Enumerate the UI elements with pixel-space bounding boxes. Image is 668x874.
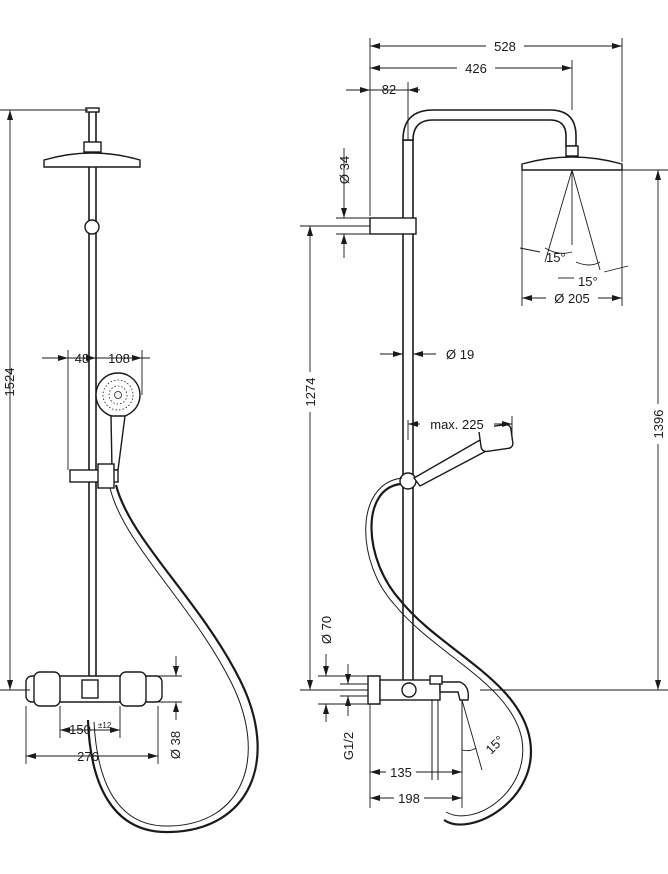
dim-225: max. 225 [407,416,513,440]
dim-34: Ø 34 [336,148,370,258]
shower-arm [402,109,577,147]
spray-nozzles [102,379,134,411]
valve-left [33,671,61,707]
label-angle-right: 15° [578,274,598,289]
label-dia-205: Ø 205 [554,291,589,306]
dim-hand-shower: 48 108 [42,350,150,470]
wall-rosette [367,675,381,705]
dim-spout-angle: 15° [461,699,508,771]
label-276: 276 [77,749,99,764]
dim-528: 528 [369,38,623,216]
label-135: 135 [390,765,412,780]
label-spout-angle: 15° [483,733,508,758]
label-dia-19: Ø 19 [446,347,474,362]
dim-150: 150 ±12 [59,706,121,738]
side-view: 15° 15° 5 [300,38,668,826]
riser-pipe [88,109,97,691]
front-view: 1524 48 108 150 ±12 [0,107,259,834]
side-joint [399,472,417,490]
wall-bracket [369,217,417,235]
valve-right [119,671,147,707]
spout-cap [429,675,443,685]
side-hand-shower [412,439,490,487]
label-g12: G1/2 [341,732,356,760]
dim-thread: G1/2 [340,664,368,760]
label-dia-70: Ø 70 [319,616,334,644]
pipe-joint [84,219,100,235]
label-dia-34: Ø 34 [337,156,352,184]
dim-19: Ø 19 [380,347,474,362]
side-head-connector [565,145,579,157]
dim-38: Ø 38 [146,656,183,759]
label-528: 528 [494,39,516,54]
label-1524: 1524 [2,368,17,397]
dim-1274: 1274 [300,225,370,691]
label-426: 426 [465,61,487,76]
overhead-shower [43,152,141,168]
dim-276: 276 [25,706,159,764]
side-overhead-shower [521,156,623,171]
dim-70: Ø 70 [318,616,368,722]
label-1274: 1274 [303,378,318,407]
hand-shower-handle [110,415,126,471]
label-108: 108 [108,351,130,366]
dim-198: 198 [370,790,462,806]
dim-205: Ø 205 [521,170,623,306]
label-48: 48 [75,351,89,366]
side-shower-hose [370,482,533,826]
shower-hose [86,484,259,834]
label-1396: 1396 [651,410,666,439]
label-angle-left: 15° [546,250,566,265]
dim-1396: 1396 [480,169,668,691]
dim-1524: 1524 [0,109,88,691]
dim-82: 82 [346,82,420,140]
label-tolerance: ±12 [98,721,112,730]
label-max-225: max. 225 [430,417,483,432]
label-82: 82 [382,82,396,97]
label-dia-38: Ø 38 [168,731,183,759]
bath-spout [439,681,470,701]
label-198: 198 [398,791,420,806]
diverter [81,679,99,699]
side-valve-knob [401,682,417,698]
dim-426: 426 [370,60,573,110]
head-connector [83,141,102,153]
label-150: 150 [69,722,91,737]
spray-angle: 15° 15° [519,169,629,289]
